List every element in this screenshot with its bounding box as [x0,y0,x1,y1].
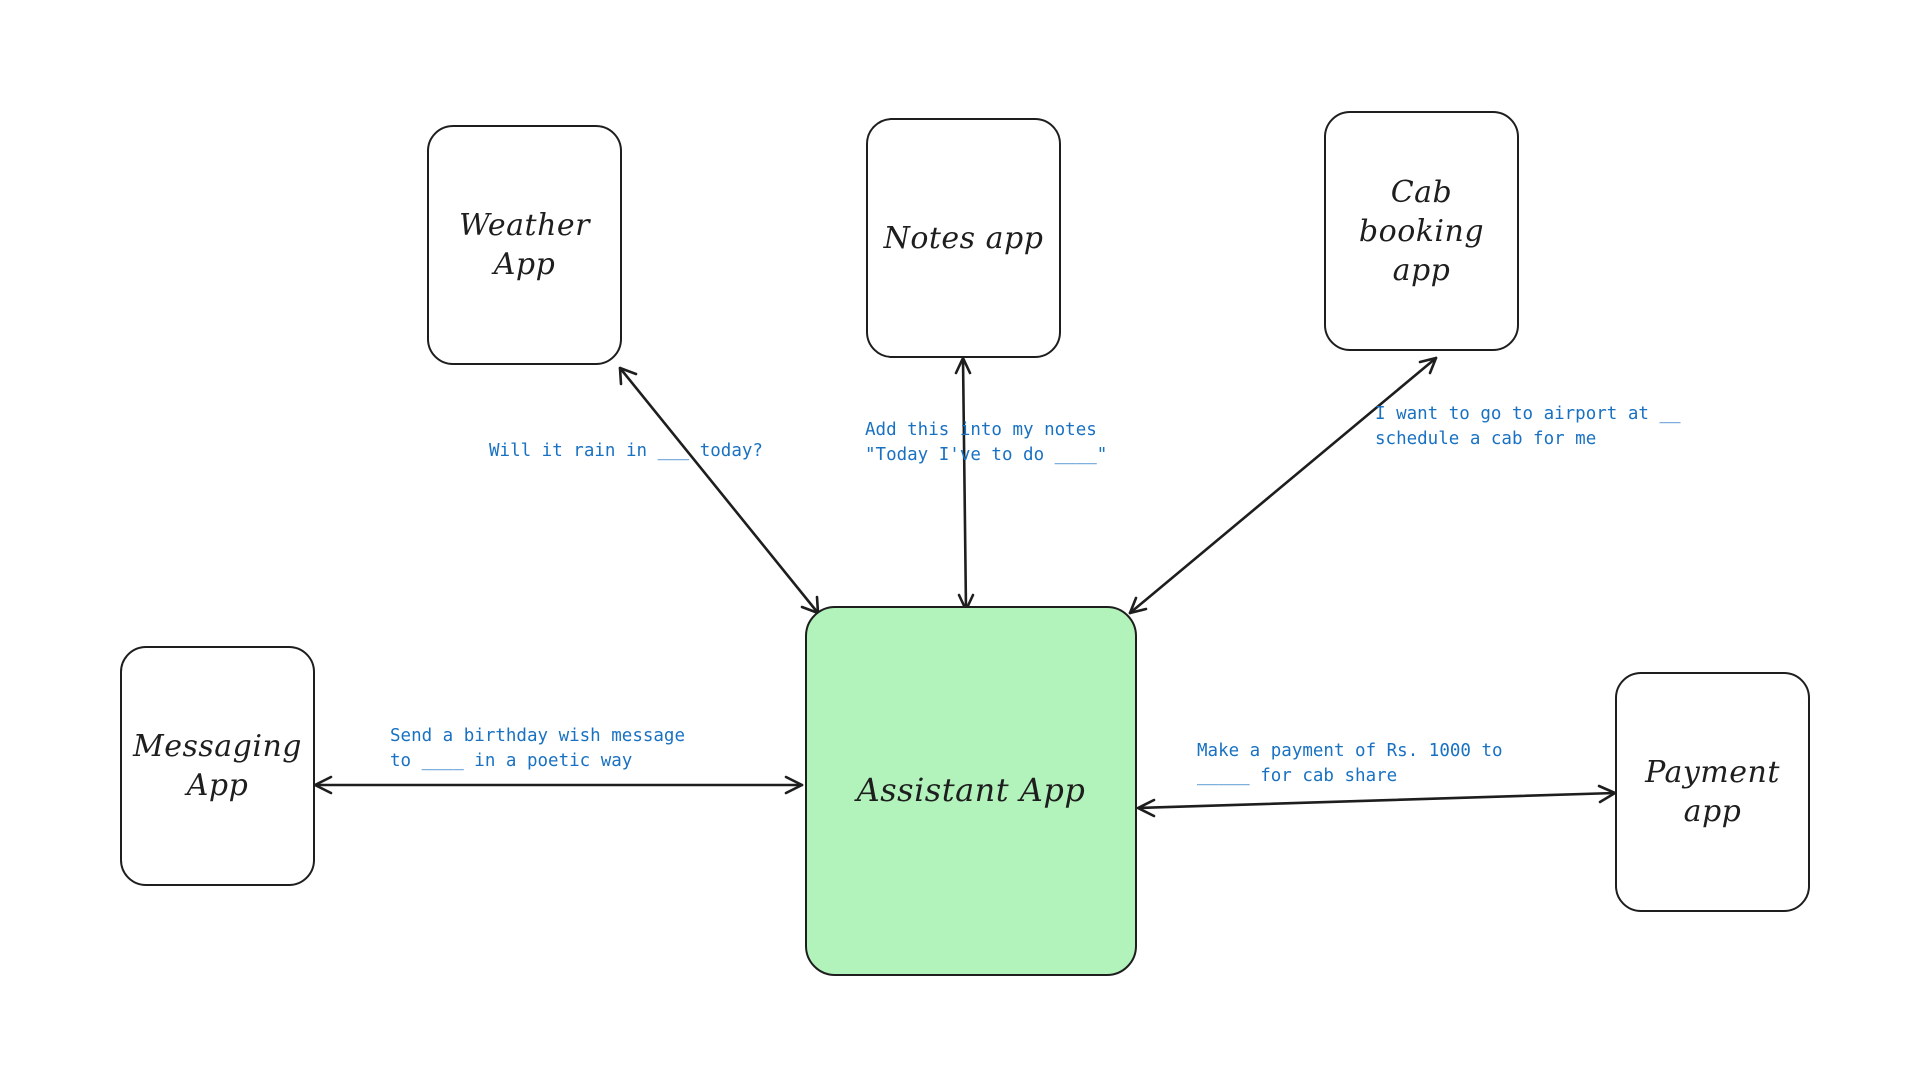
arrow-assistant-weather [618,366,820,615]
weather-app-box[interactable]: Weather App [427,125,622,365]
arrow-assistant-notes [954,356,975,612]
assistant-app-label: Assistant App [856,771,1086,810]
messaging-app-label: Messaging App [133,729,302,803]
payment-request-note: Make a payment of Rs. 1000 to _____ for … [1197,741,1503,786]
arrow-assistant-payment [1136,784,1617,818]
messaging-app-box[interactable]: Messaging App [120,646,315,886]
notes-app-label: Notes app [883,220,1044,256]
notes-request-note: Add this into my notes "Today I've to do… [865,420,1108,465]
arrow-assistant-messaging [313,775,804,795]
cab-request-note: I want to go to airport at __ schedule a… [1375,404,1681,449]
notes-app-box[interactable]: Notes app [866,118,1061,358]
cab-booking-app-box[interactable]: Cab booking app [1324,111,1519,351]
weather-request-note: Will it rain in ___ today? [489,441,763,461]
messaging-request-note: Send a birthday wish message to ____ in … [390,726,686,771]
arrow-assistant-cab [1128,356,1438,615]
assistant-app-box[interactable]: Assistant App [805,606,1137,976]
payment-app-box[interactable]: Payment app [1615,672,1810,912]
payment-app-label: Payment app [1645,755,1780,829]
weather-app-label: Weather App [459,208,590,282]
cab-booking-app-label: Cab booking app [1358,174,1485,288]
